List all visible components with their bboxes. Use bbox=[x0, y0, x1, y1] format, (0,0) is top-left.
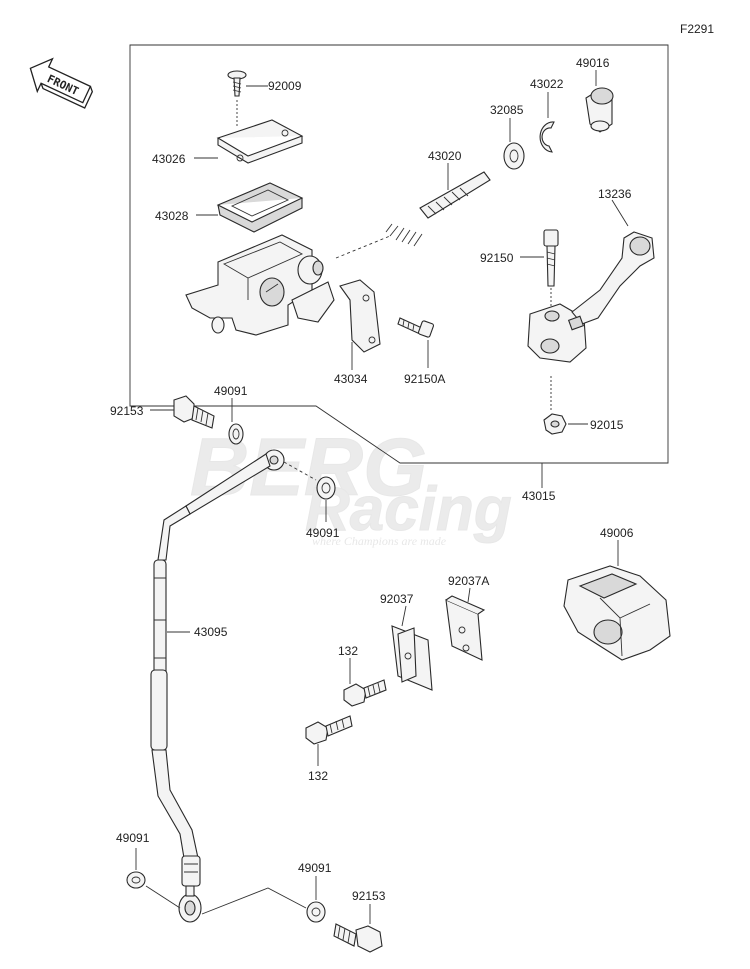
label-43028: 43028 bbox=[155, 209, 189, 223]
washer-49091-b bbox=[316, 476, 336, 500]
label-92009: 92009 bbox=[268, 79, 302, 93]
label-92037A: 92037A bbox=[448, 574, 489, 588]
circlip-43022 bbox=[539, 121, 555, 153]
master-cylinder-body bbox=[185, 234, 335, 336]
bolt-132-b bbox=[305, 715, 353, 745]
label-92150A: 92150A bbox=[404, 372, 445, 386]
label-92150: 92150 bbox=[480, 251, 514, 265]
banjo-bolt-92153-bottom bbox=[333, 923, 383, 953]
label-43034: 43034 bbox=[334, 372, 368, 386]
label-49091-b: 49091 bbox=[306, 526, 340, 540]
label-43020: 43020 bbox=[428, 149, 462, 163]
watermark-line2: Racing bbox=[305, 475, 512, 544]
washer-49091-c bbox=[126, 871, 146, 889]
label-43022: 43022 bbox=[530, 77, 564, 91]
brake-lever-13236 bbox=[527, 231, 655, 363]
washer-49091-d bbox=[306, 901, 326, 923]
label-49091-c: 49091 bbox=[116, 831, 150, 845]
label-49091-d: 49091 bbox=[298, 861, 332, 875]
bolt-132-a bbox=[343, 679, 387, 707]
label-92153-top: 92153 bbox=[110, 404, 144, 418]
label-49091-a: 49091 bbox=[214, 384, 248, 398]
clamp-43034 bbox=[339, 279, 381, 353]
label-92037: 92037 bbox=[380, 592, 414, 606]
piston-spring-43020 bbox=[385, 171, 491, 247]
berg-racing-watermark: BERG Racing where Champions are made bbox=[190, 422, 513, 549]
label-32085: 32085 bbox=[490, 103, 524, 117]
label-132-b: 132 bbox=[308, 769, 328, 783]
label-49006: 49006 bbox=[600, 526, 634, 540]
label-92015: 92015 bbox=[590, 418, 624, 432]
watermark-tagline: where Champions are made bbox=[312, 534, 447, 548]
label-49016: 49016 bbox=[576, 56, 610, 70]
washer-49091-a bbox=[228, 423, 244, 445]
label-43015: 43015 bbox=[522, 489, 556, 503]
bracket-92037 bbox=[391, 625, 433, 691]
front-arrow-icon: FRONT bbox=[29, 57, 94, 109]
banjo-bolt-92153-top bbox=[173, 395, 215, 429]
brake-hose-43095 bbox=[150, 449, 285, 923]
screw-92009 bbox=[227, 70, 247, 97]
reservoir-cap-43026 bbox=[216, 119, 304, 164]
bolt-92150 bbox=[543, 229, 559, 287]
washer-32085 bbox=[503, 142, 525, 170]
assembly-frame-43015 bbox=[129, 44, 669, 464]
figure-code: F2291 bbox=[680, 22, 714, 36]
label-43026: 43026 bbox=[152, 152, 186, 166]
label-92153-bottom: 92153 bbox=[352, 889, 386, 903]
label-132-a: 132 bbox=[338, 644, 358, 658]
label-13236: 13236 bbox=[598, 187, 632, 201]
diaphragm-43028 bbox=[216, 182, 304, 233]
label-43095: 43095 bbox=[194, 625, 228, 639]
dust-boot-49016 bbox=[585, 87, 614, 133]
bracket-92037A bbox=[445, 595, 486, 661]
lever-guard-49006 bbox=[563, 565, 671, 661]
bolt-92150A bbox=[397, 317, 435, 338]
nut-92015 bbox=[543, 413, 567, 435]
